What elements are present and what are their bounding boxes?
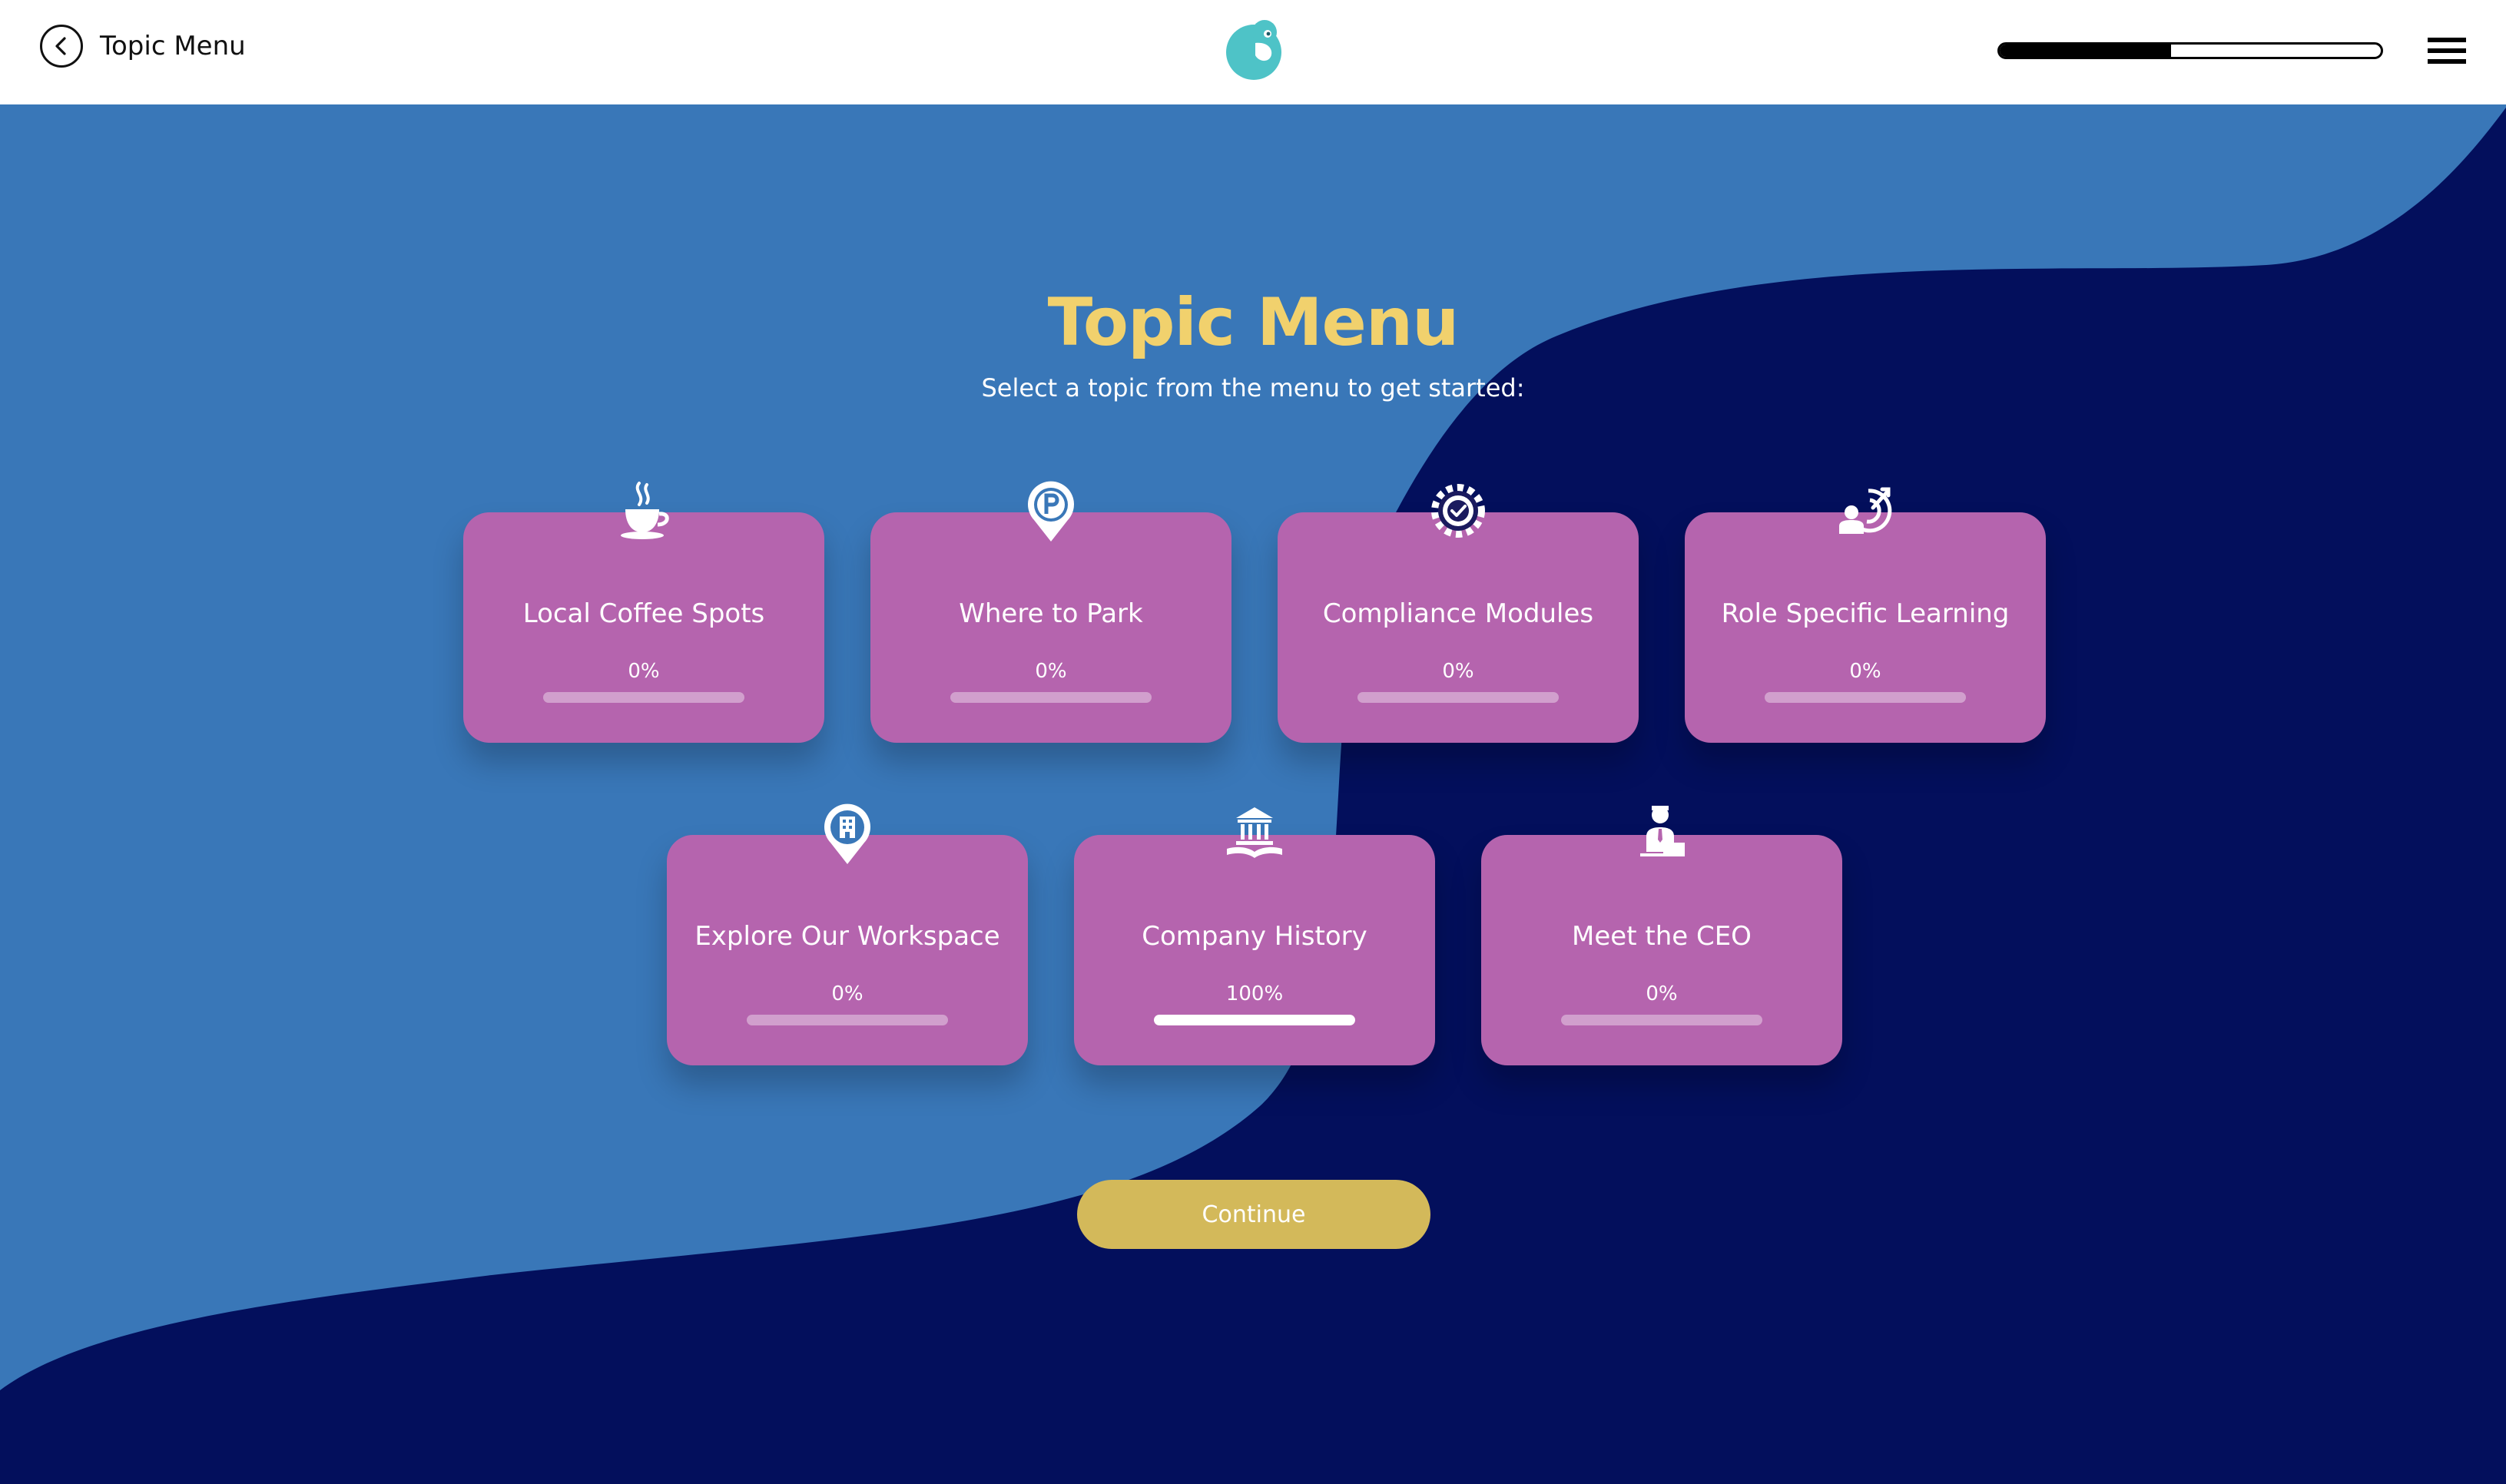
- topic-card-meet-the-ceo[interactable]: Meet the CEO 0%: [1481, 806, 1842, 1065]
- topic-card-title: Compliance Modules: [1322, 598, 1594, 629]
- topic-card-title: Where to Park: [959, 598, 1143, 629]
- topic-card-company-history[interactable]: Company History 100%: [1074, 807, 1435, 1065]
- topic-progress-label: 0%: [628, 660, 660, 683]
- topic-progress-label: 0%: [831, 982, 864, 1005]
- topic-progress-label: 0%: [1035, 660, 1067, 683]
- topic-progress-bar: [1765, 692, 1966, 703]
- back-arrow-icon[interactable]: [40, 25, 83, 68]
- page-title: Topic Menu: [1047, 284, 1460, 361]
- topic-card-title: Meet the CEO: [1572, 921, 1752, 952]
- topic-card-local-coffee-spots[interactable]: Local Coffee Spots 0%: [463, 482, 824, 743]
- topic-progress-fill: [1154, 1015, 1355, 1025]
- continue-button[interactable]: Continue: [1077, 1180, 1430, 1249]
- person-target-icon: [1833, 479, 1898, 543]
- topic-card-title: Company History: [1142, 921, 1367, 952]
- parking-pin-icon: [1019, 479, 1083, 543]
- background-wave: [0, 104, 2506, 1484]
- coffee-cup-icon: [612, 479, 676, 543]
- topic-progress-bar: [950, 692, 1152, 703]
- gear-check-icon: [1426, 479, 1490, 543]
- topic-progress-label: 0%: [1849, 660, 1881, 683]
- topic-progress-bar: [1154, 1015, 1355, 1025]
- back-label[interactable]: Topic Menu: [100, 31, 246, 61]
- topic-card-compliance-modules[interactable]: Compliance Modules 0%: [1278, 484, 1639, 743]
- topic-progress-bar: [747, 1015, 948, 1025]
- topic-progress-bar: [543, 692, 744, 703]
- topic-progress-bar: [1561, 1015, 1762, 1025]
- menu-hamburger-icon[interactable]: [2428, 38, 2466, 64]
- top-bar: Topic Menu: [0, 0, 2506, 104]
- museum-book-icon: [1222, 801, 1287, 866]
- course-progress-fill: [2000, 45, 2172, 57]
- topic-card-title: Explore Our Workspace: [694, 921, 1000, 952]
- topic-card-explore-our-workspace[interactable]: Explore Our Workspace 0%: [667, 803, 1028, 1065]
- topic-progress-bar: [1357, 692, 1559, 703]
- topic-progress-label: 100%: [1225, 982, 1284, 1005]
- topic-card-role-specific-learning[interactable]: Role Specific Learning 0%: [1685, 487, 2046, 743]
- topic-card-title: Local Coffee Spots: [522, 598, 765, 629]
- topic-card-where-to-park[interactable]: Where to Park 0%: [870, 481, 1231, 743]
- course-progress-bar: [1997, 42, 2383, 59]
- topic-card-title: Role Specific Learning: [1721, 598, 2010, 629]
- building-pin-icon: [815, 801, 880, 866]
- brand-logo-icon: [1225, 18, 1286, 83]
- topic-progress-label: 0%: [1442, 660, 1474, 683]
- page-subtitle: Select a topic from the menu to get star…: [981, 373, 1525, 402]
- ceo-desk-icon: [1629, 801, 1694, 866]
- back-button[interactable]: Topic Menu: [40, 25, 246, 68]
- topic-progress-label: 0%: [1646, 982, 1678, 1005]
